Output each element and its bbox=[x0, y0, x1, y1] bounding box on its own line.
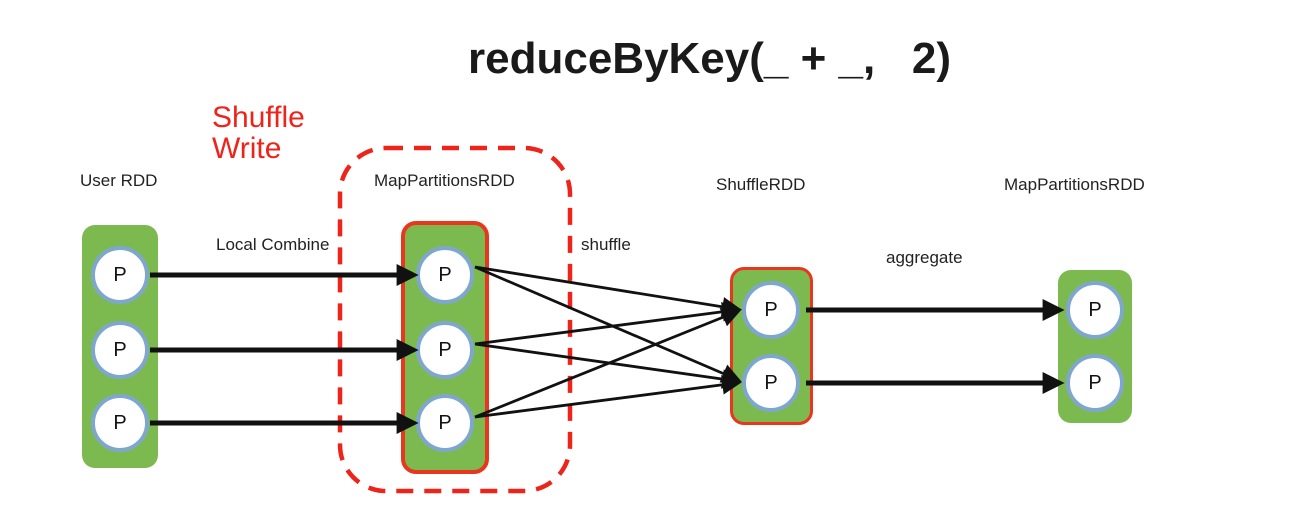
shuffle-edge-label: shuffle bbox=[581, 235, 631, 254]
shuffle-arrows bbox=[474, 265, 742, 419]
partition-circle: P bbox=[742, 281, 800, 339]
partition-circle: P bbox=[1066, 354, 1124, 412]
arrow bbox=[474, 342, 742, 389]
partition-circle: P bbox=[416, 321, 474, 379]
arrow bbox=[474, 265, 742, 317]
local-combine-arrows bbox=[150, 263, 419, 435]
map-partitions-rdd-1-box: P P P bbox=[401, 221, 489, 474]
partition-circle: P bbox=[1066, 281, 1124, 339]
arrow bbox=[474, 265, 742, 383]
local-combine-edge-label: Local Combine bbox=[216, 235, 330, 254]
map-partitions-rdd-1-label: MapPartitionsRDD bbox=[374, 171, 515, 190]
map-partitions-rdd-2-box: P P bbox=[1058, 270, 1132, 423]
user-rdd-box: P P P bbox=[82, 225, 158, 468]
arrow bbox=[474, 302, 742, 346]
aggregate-edge-label: aggregate bbox=[886, 248, 963, 267]
page-title: reduceByKey(_ + _, 2) bbox=[468, 34, 952, 83]
arrow bbox=[474, 375, 742, 419]
shuffle-rdd-box: P P bbox=[730, 267, 813, 425]
partition-circle: P bbox=[416, 394, 474, 452]
arrow bbox=[474, 308, 742, 419]
shuffle-write-annotation: Shuffle Write bbox=[212, 101, 305, 165]
shuffle-rdd-label: ShuffleRDD bbox=[716, 175, 806, 194]
user-rdd-label: User RDD bbox=[80, 171, 158, 190]
partition-circle: P bbox=[742, 354, 800, 412]
partition-circle: P bbox=[91, 246, 149, 304]
partition-circle: P bbox=[91, 394, 149, 452]
partition-circle: P bbox=[91, 321, 149, 379]
partition-circle: P bbox=[416, 246, 474, 304]
aggregate-arrows bbox=[806, 298, 1065, 395]
map-partitions-rdd-2-label: MapPartitionsRDD bbox=[1004, 175, 1145, 194]
